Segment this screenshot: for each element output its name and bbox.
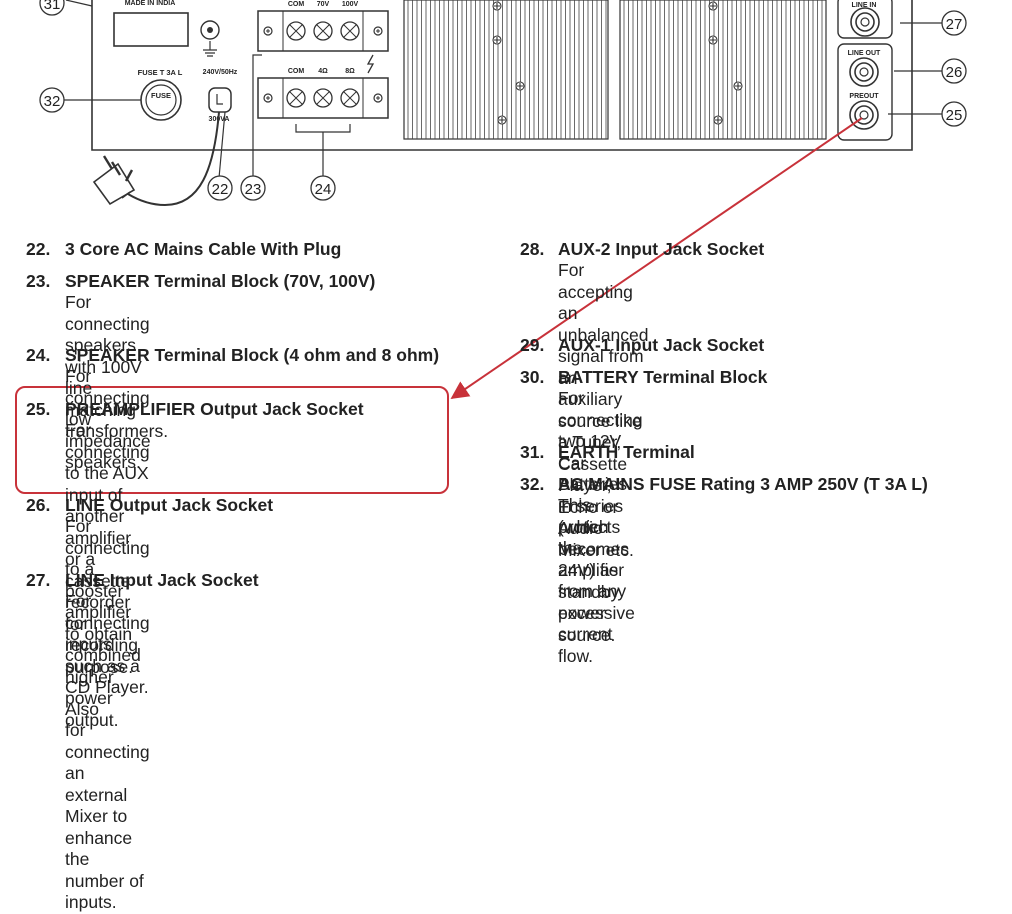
item-number: 27. xyxy=(26,570,51,590)
item-title: EARTH Terminal xyxy=(558,442,695,462)
svg-text:32: 32 xyxy=(44,93,61,110)
earth-terminal xyxy=(200,20,220,40)
terminal-label-com-2: COM xyxy=(288,68,305,75)
item-number: 23. xyxy=(26,271,51,291)
item-description: For accepting an unbalanced signal from … xyxy=(558,260,649,560)
item-number: 24. xyxy=(26,345,51,365)
highlight-arrow xyxy=(450,117,863,400)
item-number: 28. xyxy=(520,239,545,259)
terminal-block-4-8-ohm: COM 4Ω 8Ω xyxy=(257,68,389,119)
mains-cable xyxy=(127,111,220,207)
item-title: AC MAINS FUSE Rating 3 AMP 250V (T 3A L) xyxy=(558,474,928,494)
callout-25: 25 xyxy=(941,101,967,127)
jack-panel-top xyxy=(837,0,893,39)
item-number: 29. xyxy=(520,335,545,355)
jack-label-line-out: LINE OUT xyxy=(848,50,881,57)
made-in-label: MADE IN INDIA xyxy=(125,0,176,7)
display-window xyxy=(113,12,189,47)
terminal-block-70v-100v: COM 70V 100V xyxy=(257,1,389,52)
svg-text:24: 24 xyxy=(315,181,332,198)
preout-jack xyxy=(849,100,879,130)
terminal-label-8-ohm: 8Ω xyxy=(345,68,355,75)
jack-panel-bottom xyxy=(837,43,893,141)
svg-text:23: 23 xyxy=(245,181,262,198)
item-description: For connecting two 12V Car Batteries in … xyxy=(558,388,643,645)
heatsink-left xyxy=(403,0,609,140)
item-title: SPEAKER Terminal Block (4 ohm and 8 ohm) xyxy=(65,345,440,365)
panel-outline xyxy=(91,0,913,151)
item-number: 26. xyxy=(26,495,51,515)
callout-32: 32 xyxy=(39,87,65,113)
jack-label-line-in: LINE IN xyxy=(852,2,877,9)
item-title: PREAMPLIFIER Output Jack Socket xyxy=(65,399,364,419)
cable-gland xyxy=(208,87,232,113)
terminal-label-70v: 70V xyxy=(317,1,330,8)
fuse-text: FUSE xyxy=(151,91,171,100)
terminal-label-com-1: COM xyxy=(288,1,305,8)
svg-text:27: 27 xyxy=(946,16,963,33)
item-description: For connecting low impedance speakers. xyxy=(65,366,151,472)
rear-panel-diagram: MADE IN INDIA FUSE T 3A L FUSE 240V/50Hz… xyxy=(15,0,967,494)
terminal-label-4-ohm: 4Ω xyxy=(318,68,328,75)
callout-23: 23 xyxy=(240,175,266,201)
mains-plug-icon xyxy=(92,155,136,206)
callout-22: 22 xyxy=(207,175,233,201)
power-rating-label: 240V/50Hz xyxy=(203,69,238,76)
item-description: For connecting speakers with 100V line m… xyxy=(65,292,169,441)
svg-text:22: 22 xyxy=(212,181,229,198)
callout-27: 27 xyxy=(941,10,967,36)
item-number: 31. xyxy=(520,442,545,462)
callout-31: 31 xyxy=(39,0,65,16)
item-number: 32. xyxy=(520,474,545,494)
item-title: AUX-2 Input Jack Socket xyxy=(558,239,765,259)
item-description: For connecting to the AUX input of anoth… xyxy=(65,420,150,677)
heatsink-screws xyxy=(492,1,743,125)
item-description: This protects the amplifier from any exc… xyxy=(558,495,635,666)
line-out-jack xyxy=(849,57,879,87)
jack-label-preout: PREOUT xyxy=(849,93,879,100)
svg-text:25: 25 xyxy=(946,107,963,124)
terminal-label-100v: 100V xyxy=(342,1,359,8)
item-title: 3 Core AC Mains Cable With Plug xyxy=(65,239,342,259)
item-number: 30. xyxy=(520,367,545,387)
callout-26: 26 xyxy=(941,58,967,84)
fuse-rating-label: FUSE T 3A L xyxy=(138,68,183,77)
heatsink-fins xyxy=(407,0,823,139)
item-title: LINE Output Jack Socket xyxy=(65,495,274,515)
item-title: SPEAKER Terminal Block (70V, 100V) xyxy=(65,271,376,291)
callout-24: 24 xyxy=(310,175,336,201)
leader-lines xyxy=(64,0,942,179)
item-title: LINE Input Jack Socket xyxy=(65,570,259,590)
ground-icon xyxy=(203,41,217,57)
svg-text:31: 31 xyxy=(44,0,61,13)
item-number: 25. xyxy=(26,399,51,419)
item-number: 22. xyxy=(26,239,51,259)
item-title: BATTERY Terminal Block xyxy=(558,367,768,387)
line-in-jack xyxy=(850,7,880,37)
lightning-icon xyxy=(366,54,375,74)
fuse-holder xyxy=(140,79,182,121)
item-title: AUX-1 Input Jack Socket xyxy=(558,335,765,355)
item-description: For connecting inputs such as a CD Playe… xyxy=(65,591,150,912)
svg-text:26: 26 xyxy=(946,64,963,81)
highlight-box xyxy=(15,386,449,494)
